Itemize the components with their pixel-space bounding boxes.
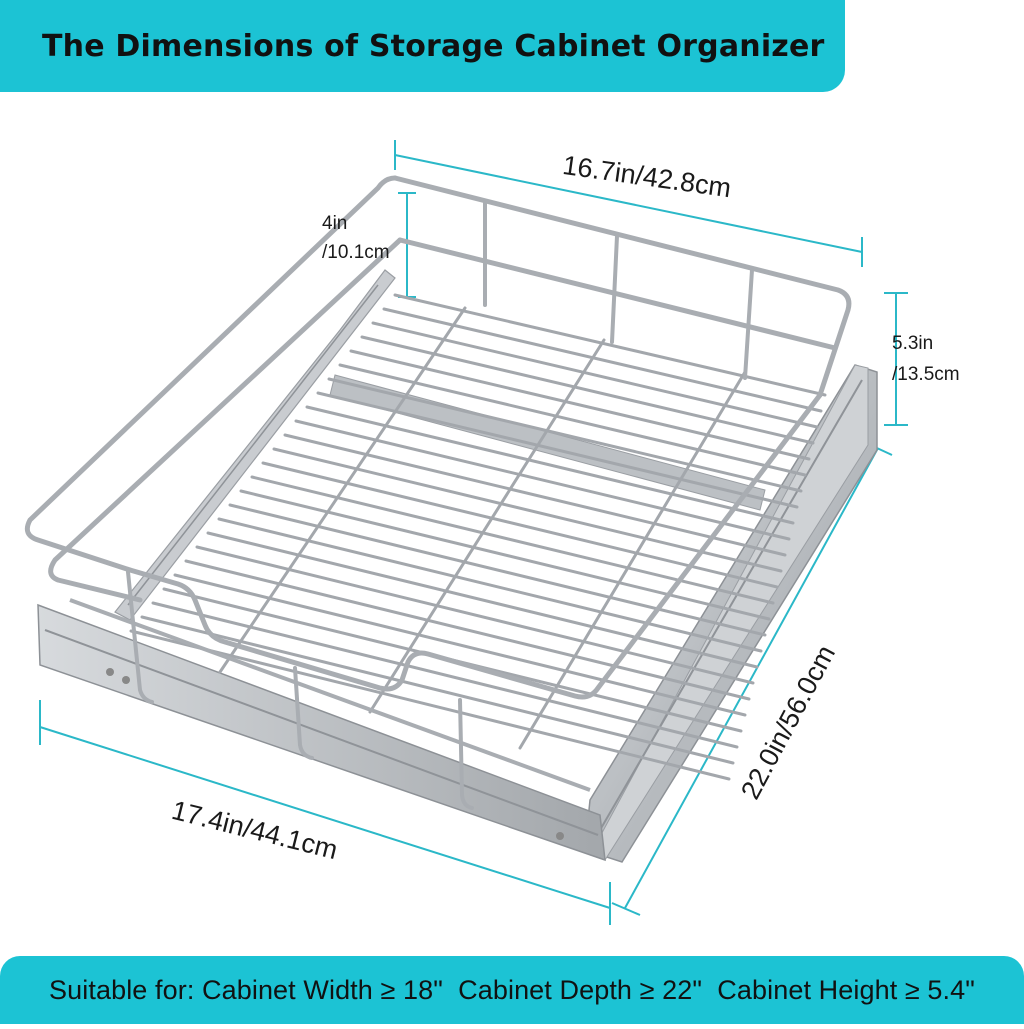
page-title: The Dimensions of Storage Cabinet Organi… [42,28,825,64]
wire-height-label-in: 4in [322,213,348,234]
footer-banner: Suitable for: Cabinet Width ≥ 18" Cabine… [0,956,1024,1024]
basket-rim [24,175,852,700]
basket-back-posts [483,201,754,380]
left-slide-rail [114,269,396,621]
basket-front-posts [126,570,474,810]
wire-height-label-cm: /10.1cm [322,242,390,263]
basket-bottom-front-wire [69,598,591,792]
right-slide-rail [584,364,878,863]
title-banner: The Dimensions of Storage Cabinet Organi… [0,0,845,92]
basket-floor-crosswires [218,306,747,750]
total-height-label-in: 5.3in [892,333,934,354]
suitability-note: Suitable for: Cabinet Width ≥ 18" Cabine… [49,974,975,1005]
total-height-label-cm: /13.5cm [892,364,960,385]
